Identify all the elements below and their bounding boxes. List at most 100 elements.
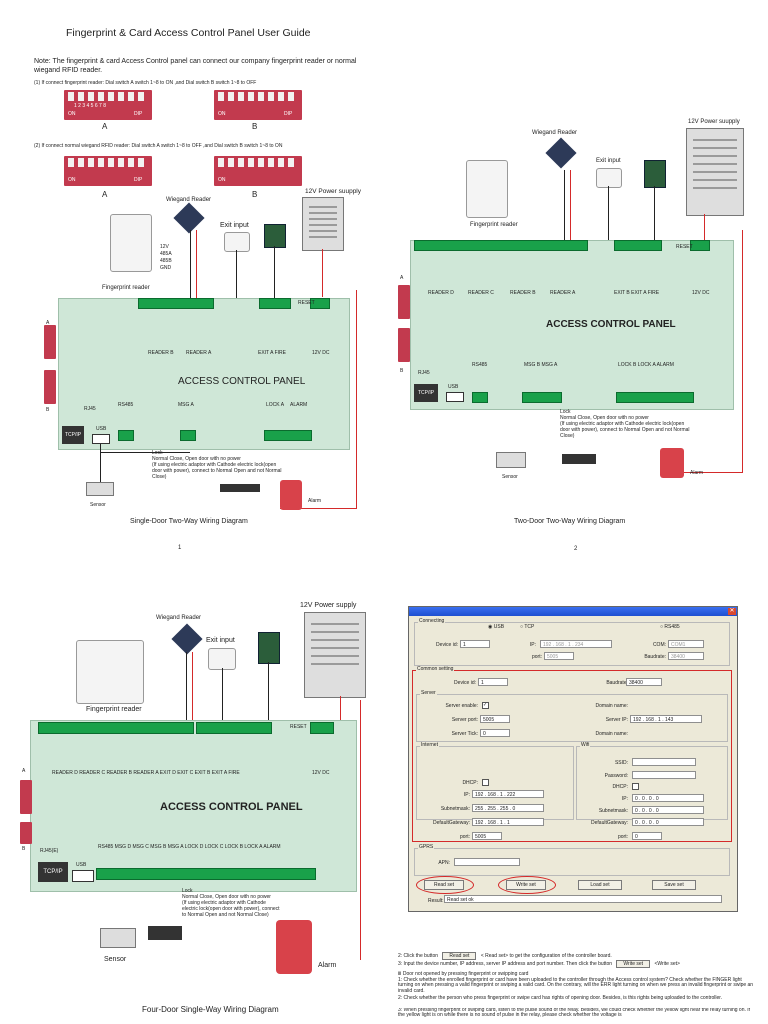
usb-port[interactable]	[92, 434, 110, 444]
wifi-port-label: port:	[617, 834, 628, 840]
server-enable-checkbox[interactable]: ✓	[482, 702, 489, 709]
dip-on-label: ON	[218, 177, 226, 183]
rj45-label: RJ45	[418, 370, 430, 376]
wifi-subnet-field[interactable]: 0 . 0 . 0 . 0	[632, 806, 704, 814]
apn-label: APN:	[438, 860, 450, 866]
apn-field[interactable]	[454, 858, 520, 866]
wifi-gateway-field[interactable]: 0 . 0 . 0 . 0	[632, 818, 704, 826]
write-set-highlight	[498, 876, 556, 894]
internet-ip-field[interactable]: 192 . 168 . 1 . 222	[472, 790, 544, 798]
panel-a-label: A	[400, 275, 404, 281]
dhcp-checkbox[interactable]	[482, 779, 489, 786]
wire-label-12v: 12V	[160, 244, 169, 250]
dip-dip-label: DIP	[134, 177, 143, 183]
fp-reader-label: Fingerprint reader	[86, 706, 142, 713]
port-label: port:	[459, 834, 470, 840]
device-id-field[interactable]: 1	[478, 678, 508, 686]
panel-dip-a	[20, 780, 32, 814]
reader-a-label: READER A	[186, 350, 212, 356]
page-number-1: 1	[178, 545, 182, 551]
internet-port-field[interactable]: 5005	[472, 832, 502, 840]
access-control-panel-3	[30, 720, 357, 892]
radio-tcp-label: TCP	[524, 624, 535, 630]
internet-gateway-field[interactable]: 192 . 168 . 1 . 1	[472, 818, 544, 826]
wire	[222, 668, 223, 720]
wifi-ip-field[interactable]: 0 . 0 . 0 . 0	[632, 794, 704, 802]
instruction-line-1: 2: Click the button Read set < Read set>…	[398, 952, 612, 960]
reader-b-label: READER B	[148, 350, 174, 356]
tcpip-port: TCP/IP	[38, 862, 68, 882]
load-set-button[interactable]: Load set	[578, 880, 622, 890]
tcpip-port: TCP/IP	[62, 426, 84, 444]
server-ip-label: Server IP:	[605, 717, 628, 723]
radio-usb[interactable]: ◉ USB	[488, 624, 505, 630]
sensor-label: Sensor	[502, 474, 518, 480]
port-label: port:	[531, 654, 542, 660]
instruction-p1: 1: Check whether the enrolled fingerprin…	[398, 977, 754, 994]
window-titlebar	[409, 607, 737, 616]
lock-icon	[148, 926, 182, 940]
instruction-p2: 2: Check whether the person who press fi…	[398, 995, 723, 1001]
instruction-line-2: 3: Input the device number, IP address, …	[398, 960, 680, 968]
radio-rs485[interactable]: ○ RS485	[660, 624, 680, 630]
ssid-field[interactable]	[632, 758, 696, 766]
close-icon[interactable]: ✕	[728, 608, 736, 615]
device-id-field[interactable]: 1	[460, 640, 490, 648]
device-id-label: Device id:	[454, 680, 476, 686]
wire-label-gnd: GND	[160, 265, 172, 271]
usb-port[interactable]	[446, 392, 464, 402]
alarm-icon	[660, 448, 684, 478]
fingerprint-reader-icon	[110, 214, 152, 272]
wire	[704, 214, 705, 240]
baud-select[interactable]: 38400	[668, 652, 704, 660]
subnet-label: Subnetmask:	[440, 806, 470, 812]
lock-icon	[562, 454, 596, 464]
wifi-port-field[interactable]: 0	[632, 832, 662, 840]
wire	[186, 652, 187, 720]
wire	[356, 290, 357, 508]
fp-reader-label: Fingerprint reader	[470, 222, 518, 228]
baud-label: Baudrate:	[644, 654, 666, 660]
guide-step1: (1) If connect fingerprint reader: Dial …	[34, 80, 257, 86]
baud-select[interactable]: 38400	[626, 678, 662, 686]
ip-field[interactable]: 192 . 168 . 1 . 234	[540, 640, 612, 648]
wire	[280, 508, 357, 509]
wire	[340, 696, 341, 720]
internet-title: Internet	[420, 742, 439, 748]
top-labels: READER D READER C READER B READER A EXIT…	[52, 770, 240, 776]
dip-on-label: ON	[68, 111, 76, 117]
reader-d-label: READER D	[428, 290, 454, 296]
com-select[interactable]: COM1	[668, 640, 704, 648]
internet-subnet-field[interactable]: 255 . 255 . 255 . 0	[472, 804, 544, 812]
terminal-dc	[310, 722, 334, 734]
msg-label: MSG A	[178, 402, 194, 408]
alarm-label: Alarm	[308, 498, 322, 504]
panel-a-label: A	[22, 768, 26, 774]
connecting-group	[414, 622, 730, 666]
server-tick-field[interactable]: 0	[480, 729, 510, 737]
terminal-reader	[414, 240, 588, 251]
power-supply-icon	[686, 128, 744, 216]
terminal-bottom	[96, 868, 316, 880]
server-ip-field[interactable]: 192 . 168 . 1 . 143	[630, 715, 702, 723]
server-port-field[interactable]: 5005	[480, 715, 510, 723]
gateway-label: DefaultGateway:	[433, 820, 470, 826]
exit-fire-label: EXIT A FIRE	[258, 350, 286, 356]
wifi-dhcp-checkbox[interactable]	[632, 783, 639, 790]
password-field[interactable]	[632, 771, 696, 779]
alarm-label: Alarm	[318, 962, 337, 969]
port-field[interactable]: 5005	[544, 652, 574, 660]
wire	[236, 250, 237, 298]
wire	[654, 186, 655, 240]
server-enable-label: Server enable:	[445, 703, 478, 709]
highlight-box	[412, 670, 732, 842]
inline-write-button: Write set	[616, 960, 651, 968]
save-set-button[interactable]: Save set	[652, 880, 696, 890]
rs485-label: RS485	[118, 402, 134, 408]
reset-label: RESET	[676, 244, 693, 250]
alarm-header-label: ALARM	[290, 402, 308, 408]
wire	[682, 472, 743, 473]
radio-tcp[interactable]: ○ TCP	[520, 624, 535, 630]
usb-port[interactable]	[72, 870, 94, 882]
terminal-exit	[196, 722, 272, 734]
